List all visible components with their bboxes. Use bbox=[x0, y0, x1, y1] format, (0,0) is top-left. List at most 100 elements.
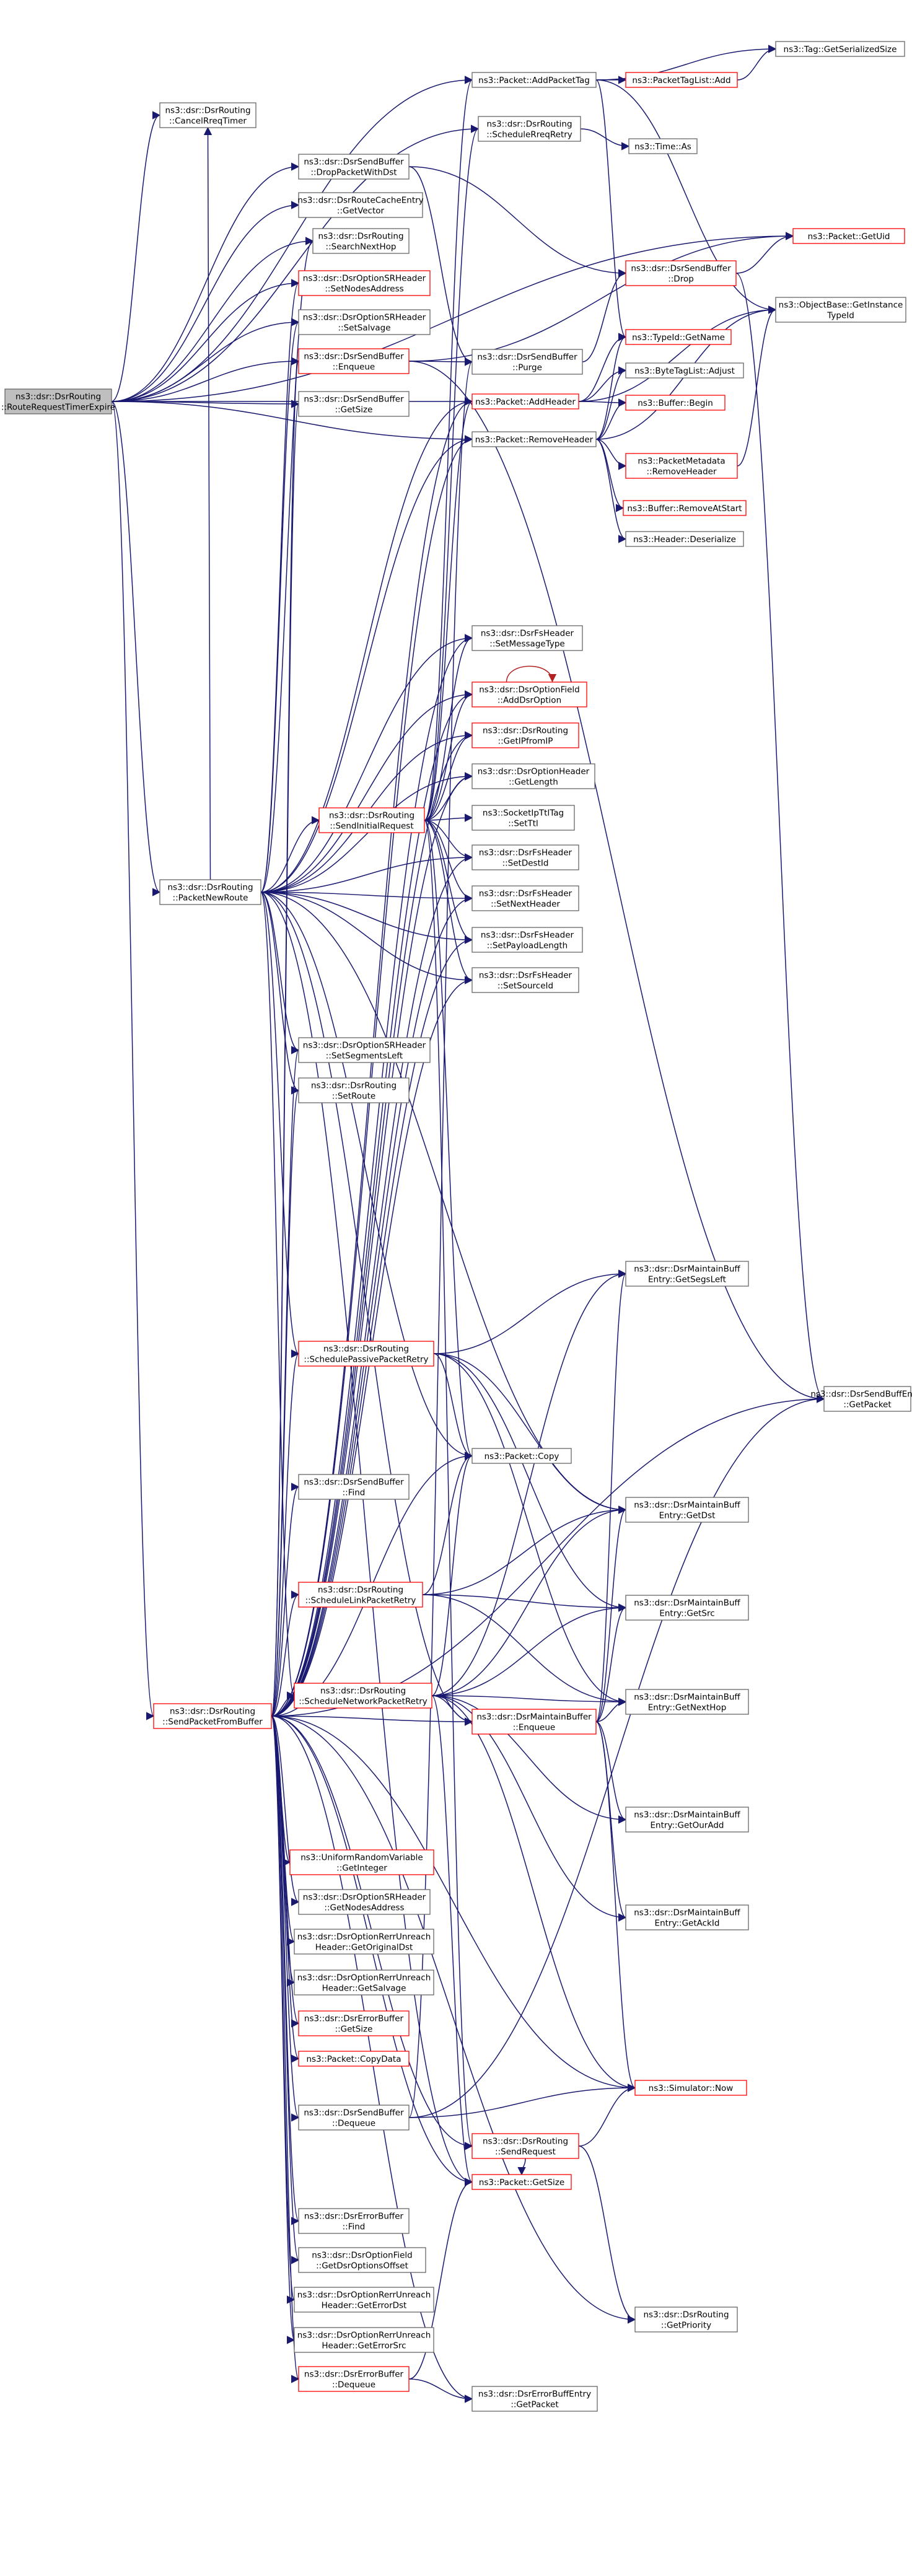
node-tagGetSerializedSize[interactable]: ns3::Tag::GetSerializedSize bbox=[775, 41, 905, 57]
node-timeAs[interactable]: ns3::Time::As bbox=[628, 138, 698, 154]
edge-root-to-cancelRreqTimer bbox=[111, 111, 161, 402]
node-label: ::CancelRreqTimer bbox=[169, 116, 247, 126]
node-label: ns3::PacketMetadata bbox=[638, 457, 725, 467]
node-sendBufFind[interactable]: ns3::dsr::DsrSendBuffer::Find bbox=[298, 1474, 410, 1500]
node-fsSetMessageType[interactable]: ns3::dsr::DsrFsHeader::SetMessageType bbox=[471, 625, 583, 651]
node-label: ns3::dsr::DsrRouting bbox=[318, 232, 403, 242]
node-packetCopy[interactable]: ns3::Packet::Copy bbox=[471, 1448, 572, 1464]
node-sendBufPurge[interactable]: ns3::dsr::DsrSendBuffer::Purge bbox=[471, 349, 583, 375]
node-getIPfromIP[interactable]: ns3::dsr::DsrRouting::GetIPfromIP bbox=[471, 722, 579, 748]
node-label: ns3::dsr::DsrMaintainBuff bbox=[634, 1693, 740, 1702]
node-rerrGetOriginalDst[interactable]: ns3::dsr::DsrOptionRerrUnreachHeader::Ge… bbox=[294, 1929, 434, 1955]
node-fsSetDestId[interactable]: ns3::dsr::DsrFsHeader::SetDestId bbox=[471, 844, 579, 870]
node-label: ns3::dsr::DsrRouting bbox=[311, 1081, 397, 1091]
node-packetGetUid[interactable]: ns3::Packet::GetUid bbox=[792, 228, 905, 244]
node-box bbox=[471, 927, 583, 953]
node-scheduleLink[interactable]: ns3::dsr::DsrRouting::ScheduleLinkPacket… bbox=[298, 1582, 423, 1608]
node-fsSetNextHeader[interactable]: ns3::dsr::DsrFsHeader::SetNextHeader bbox=[471, 885, 579, 911]
node-label: ::Purge bbox=[512, 363, 542, 373]
node-label: ns3::dsr::DsrSendBuffEntry bbox=[810, 1390, 912, 1400]
node-label: ns3::dsr::DsrRouting bbox=[643, 2310, 729, 2320]
node-simulatorNow[interactable]: ns3::Simulator::Now bbox=[634, 2080, 747, 2096]
node-box bbox=[471, 625, 583, 651]
node-label: ::Enqueue bbox=[513, 1723, 555, 1733]
edge-sendInitialRequest-to-fsSetMessageType bbox=[424, 634, 473, 821]
edge-sendBufDequeue-to-simulatorNow bbox=[408, 2083, 636, 2118]
node-packetNewRoute[interactable]: ns3::dsr::DsrRouting::PacketNewRoute bbox=[159, 879, 261, 905]
node-box bbox=[294, 2327, 434, 2353]
node-label: ns3::TypeId::GetName bbox=[632, 333, 725, 343]
node-srSetSalvage[interactable]: ns3::dsr::DsrOptionSRHeader::SetSalvage bbox=[298, 309, 431, 335]
node-bufferRemoveAtStart[interactable]: ns3::Buffer::RemoveAtStart bbox=[623, 500, 747, 516]
node-dropPacketWithDst[interactable]: ns3::dsr::DsrSendBuffer::DropPacketWithD… bbox=[298, 154, 410, 180]
edge-sendPacketFromBuffer-to-srSetSegmentsLeft bbox=[271, 1046, 300, 1717]
node-bufferBegin[interactable]: ns3::Buffer::Begin bbox=[625, 395, 726, 411]
node-sendBufEnqueue[interactable]: ns3::dsr::DsrSendBuffer::Enqueue bbox=[298, 348, 410, 374]
node-box bbox=[471, 681, 587, 708]
node-sbEntryGetPacket[interactable]: ns3::dsr::DsrSendBuffEntry::GetPacket bbox=[810, 1386, 912, 1412]
edge-sendBufEnqueue-to-packetGetUid bbox=[408, 232, 794, 362]
node-label: ::GetIPfromIP bbox=[498, 737, 553, 747]
node-srSetSegmentsLeft[interactable]: ns3::dsr::DsrOptionSRHeader::SetSegments… bbox=[298, 1037, 431, 1063]
node-packetGetSize[interactable]: ns3::Packet::GetSize bbox=[471, 2174, 572, 2190]
node-srGetNodesAddress[interactable]: ns3::dsr::DsrOptionSRHeader::GetNodesAdd… bbox=[298, 1889, 431, 1915]
node-addDsrOption[interactable]: ns3::dsr::DsrOptionField::AddDsrOption bbox=[471, 681, 587, 708]
node-mbGetNextHop[interactable]: ns3::dsr::DsrMaintainBuffEntry::GetNextH… bbox=[625, 1689, 749, 1715]
node-metadataRemoveHeader[interactable]: ns3::PacketMetadata::RemoveHeader bbox=[625, 453, 738, 479]
node-sendRequest[interactable]: ns3::dsr::DsrRouting::SendRequest bbox=[471, 2133, 579, 2159]
node-uniformGetInteger[interactable]: ns3::UniformRandomVariable::GetInteger bbox=[289, 1849, 434, 1875]
node-optionGetLength[interactable]: ns3::dsr::DsrOptionHeader::GetLength bbox=[471, 763, 595, 789]
node-setRoute[interactable]: ns3::dsr::DsrRouting::SetRoute bbox=[298, 1077, 410, 1103]
node-addPacketTag[interactable]: ns3::Packet::AddPacketTag bbox=[471, 72, 597, 88]
node-errBufGetSize[interactable]: ns3::dsr::DsrErrorBuffer::GetSize bbox=[298, 2010, 410, 2036]
node-typeIdGetName[interactable]: ns3::TypeId::GetName bbox=[625, 329, 732, 345]
node-label: ns3::dsr::DsrSendBuffer bbox=[304, 157, 404, 167]
node-errBuffEntryGetPacket[interactable]: ns3::dsr::DsrErrorBuffEntry::GetPacket bbox=[471, 2386, 598, 2412]
node-rerrGetErrorSrc[interactable]: ns3::dsr::DsrOptionRerrUnreachHeader::Ge… bbox=[294, 2327, 434, 2353]
edge-root-to-searchNextHop bbox=[111, 237, 314, 402]
node-rerrGetSalvage[interactable]: ns3::dsr::DsrOptionRerrUnreachHeader::Ge… bbox=[294, 1969, 434, 1996]
node-sendBufDrop[interactable]: ns3::dsr::DsrSendBuffer::Drop bbox=[625, 260, 737, 286]
node-headerDeserialize[interactable]: ns3::Header::Deserialize bbox=[625, 531, 744, 547]
node-sendBufGetSize[interactable]: ns3::dsr::DsrSendBuffer::GetSize bbox=[298, 391, 410, 417]
node-box bbox=[153, 1703, 272, 1729]
node-sendBufDequeue[interactable]: ns3::dsr::DsrSendBuffer::Dequeue bbox=[298, 2105, 410, 2131]
node-sendInitialRequest[interactable]: ns3::dsr::DsrRouting::SendInitialRequest bbox=[318, 807, 425, 833]
node-copyData[interactable]: ns3::Packet::CopyData bbox=[298, 2051, 410, 2067]
edge-root-to-sendBufEnqueue bbox=[111, 357, 300, 402]
node-cancelRreqTimer[interactable]: ns3::dsr::DsrRouting::CancelRreqTimer bbox=[159, 102, 256, 128]
node-fsSetPayloadLength[interactable]: ns3::dsr::DsrFsHeader::SetPayloadLength bbox=[471, 927, 583, 953]
node-label: ns3::dsr::DsrRouting bbox=[329, 811, 414, 821]
node-sendPacketFromBuffer[interactable]: ns3::dsr::DsrRouting::SendPacketFromBuff… bbox=[153, 1703, 272, 1729]
node-srSetNodesAddress[interactable]: ns3::dsr::DsrOptionSRHeader::SetNodesAdd… bbox=[298, 270, 431, 296]
node-rerrGetErrorDst[interactable]: ns3::dsr::DsrOptionRerrUnreachHeader::Ge… bbox=[294, 2287, 434, 2313]
node-box bbox=[471, 431, 597, 447]
node-packetTagListAdd[interactable]: ns3::PacketTagList::Add bbox=[625, 72, 738, 88]
node-scheduleNetwork[interactable]: ns3::dsr::DsrRouting::ScheduleNetworkPac… bbox=[294, 1683, 432, 1709]
node-routeCacheGetVector[interactable]: ns3::dsr::DsrRouteCacheEntry::GetVector bbox=[297, 192, 424, 218]
node-getDsrOptionsOffset[interactable]: ns3::dsr::DsrOptionField::GetDsrOptionsO… bbox=[298, 2247, 426, 2273]
node-fsSetSourceId[interactable]: ns3::dsr::DsrFsHeader::SetSourceId bbox=[471, 967, 579, 993]
node-removeHeader[interactable]: ns3::Packet::RemoveHeader bbox=[471, 431, 597, 447]
node-searchNextHop[interactable]: ns3::dsr::DsrRouting::SearchNextHop bbox=[312, 228, 410, 254]
node-label: ns3::Packet::GetSize bbox=[479, 2178, 564, 2188]
node-addHeader[interactable]: ns3::Packet::AddHeader bbox=[471, 393, 579, 410]
node-box bbox=[298, 1474, 410, 1500]
node-getPriority[interactable]: ns3::dsr::DsrRouting::GetPriority bbox=[634, 2307, 738, 2333]
node-scheduleRreqRetry[interactable]: ns3::dsr::DsrRouting::ScheduleRreqRetry bbox=[478, 116, 581, 142]
node-mbEnqueue[interactable]: ns3::dsr::DsrMaintainBuffer::Enqueue bbox=[471, 1709, 597, 1735]
node-errBufDequeue[interactable]: ns3::dsr::DsrErrorBuffer::Dequeue bbox=[298, 2366, 410, 2392]
edge-sendPacketFromBuffer-to-fsSetNextHeader bbox=[271, 894, 473, 1717]
node-errBufFind[interactable]: ns3::dsr::DsrErrorBuffer::Find bbox=[298, 2208, 410, 2234]
node-mbGetSegsLeft[interactable]: ns3::dsr::DsrMaintainBuffEntry::GetSegsL… bbox=[625, 1261, 749, 1287]
edge-mbEnqueue-to-mbGetOurAdd bbox=[595, 1721, 627, 1824]
node-schedulePassive[interactable]: ns3::dsr::DsrRouting::SchedulePassivePac… bbox=[298, 1341, 434, 1367]
node-byteTagListAdjust[interactable]: ns3::ByteTagList::Adjust bbox=[625, 362, 744, 379]
edge-packetNewRoute-to-schedulePassive bbox=[260, 892, 300, 1358]
node-mbGetOurAdd[interactable]: ns3::dsr::DsrMaintainBuffEntry::GetOurAd… bbox=[625, 1807, 749, 1833]
node-socketIpTtlSetTtl[interactable]: ns3::SocketIpTtlTag::SetTtl bbox=[471, 805, 575, 831]
